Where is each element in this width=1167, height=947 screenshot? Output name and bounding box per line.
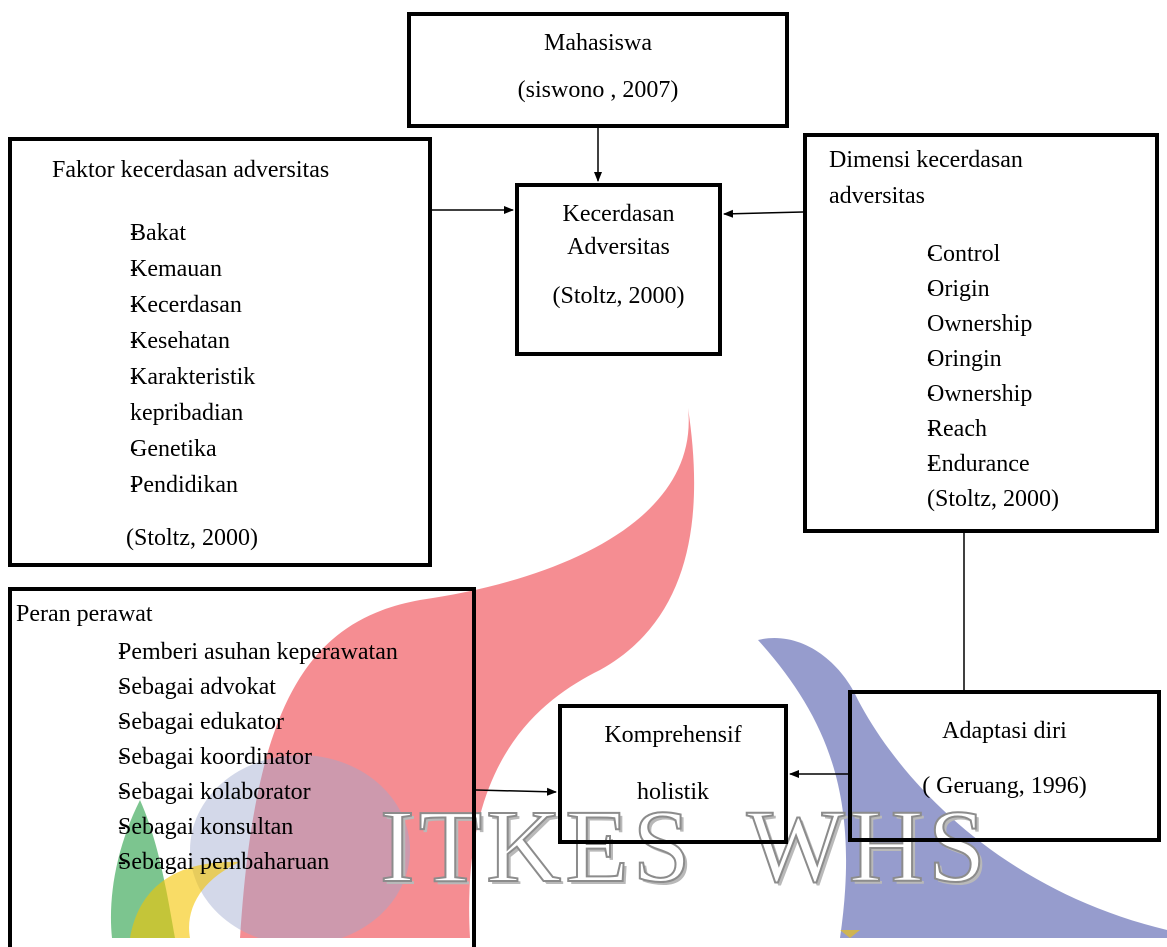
peran-title: Peran perawat [16, 601, 153, 627]
peran-item: Sebagai kolaborator [64, 775, 398, 810]
kecerdasan-line2: Adversitas [567, 234, 670, 260]
peran-item: Sebagai pembaharuan [64, 845, 398, 880]
faktor-item: Kemauan [88, 251, 255, 287]
peran-item: Sebagai koordinator [64, 740, 398, 775]
faktor-item: Kecerdasan [88, 287, 255, 323]
adaptasi-box: Adaptasi diri ( Geruang, 1996) [848, 690, 1161, 842]
faktor-item: Kesehatan [88, 323, 255, 359]
faktor-item: Genetika [88, 431, 255, 467]
dimensi-title-line2: adversitas [829, 183, 925, 209]
faktor-list: Bakat Kemauan Kecerdasan Kesehatan Karak… [88, 215, 255, 503]
dimensi-item: Oringin [881, 342, 1059, 377]
watermark-yellow-bottom [840, 930, 860, 938]
faktor-box: Faktor kecerdasan adversitas Bakat Kemau… [8, 137, 432, 567]
peran-list: Pemberi asuhan keperawatan Sebagai advok… [64, 635, 398, 880]
dimensi-title-line1: Dimensi kecerdasan [829, 147, 1023, 173]
peran-item: Sebagai advokat [64, 670, 398, 705]
dimensi-item: Reach [881, 412, 1059, 447]
faktor-item: Pendidikan [88, 467, 255, 503]
adaptasi-citation: ( Geruang, 1996) [922, 773, 1087, 799]
komprehensif-box: Komprehensif holistik [558, 704, 788, 844]
mahasiswa-citation: (siswono , 2007) [517, 77, 679, 103]
komprehensif-line1: Komprehensif [604, 722, 742, 748]
peran-item: Sebagai edukator [64, 705, 398, 740]
dimensi-box: Dimensi kecerdasan adversitas Control Or… [803, 133, 1159, 533]
dimensi-item: Endurance(Stoltz, 2000) [881, 447, 1059, 517]
peran-box: Peran perawat Pemberi asuhan keperawatan… [8, 587, 476, 947]
watermark-blue-swoosh [758, 638, 1167, 938]
kecerdasan-adversitas-box: Kecerdasan Adversitas (Stoltz, 2000) [515, 183, 722, 356]
peran-item: Sebagai konsultan [64, 810, 398, 845]
mahasiswa-box: Mahasiswa (siswono , 2007) [407, 12, 789, 128]
faktor-title: Faktor kecerdasan adversitas [52, 157, 330, 183]
dimensi-item: Ownership [881, 377, 1059, 412]
peran-item: Pemberi asuhan keperawatan [64, 635, 398, 670]
komprehensif-line2: holistik [636, 779, 709, 805]
faktor-citation: (Stoltz, 2000) [126, 525, 258, 551]
mahasiswa-title: Mahasiswa [544, 30, 652, 56]
adaptasi-title: Adaptasi diri [942, 718, 1067, 744]
watermark-yellow-arc [130, 861, 240, 938]
dimensi-item: Control [881, 237, 1059, 272]
faktor-item: Bakat [88, 215, 255, 251]
kecerdasan-line1: Kecerdasan [562, 201, 675, 227]
kecerdasan-citation: (Stoltz, 2000) [552, 283, 685, 309]
